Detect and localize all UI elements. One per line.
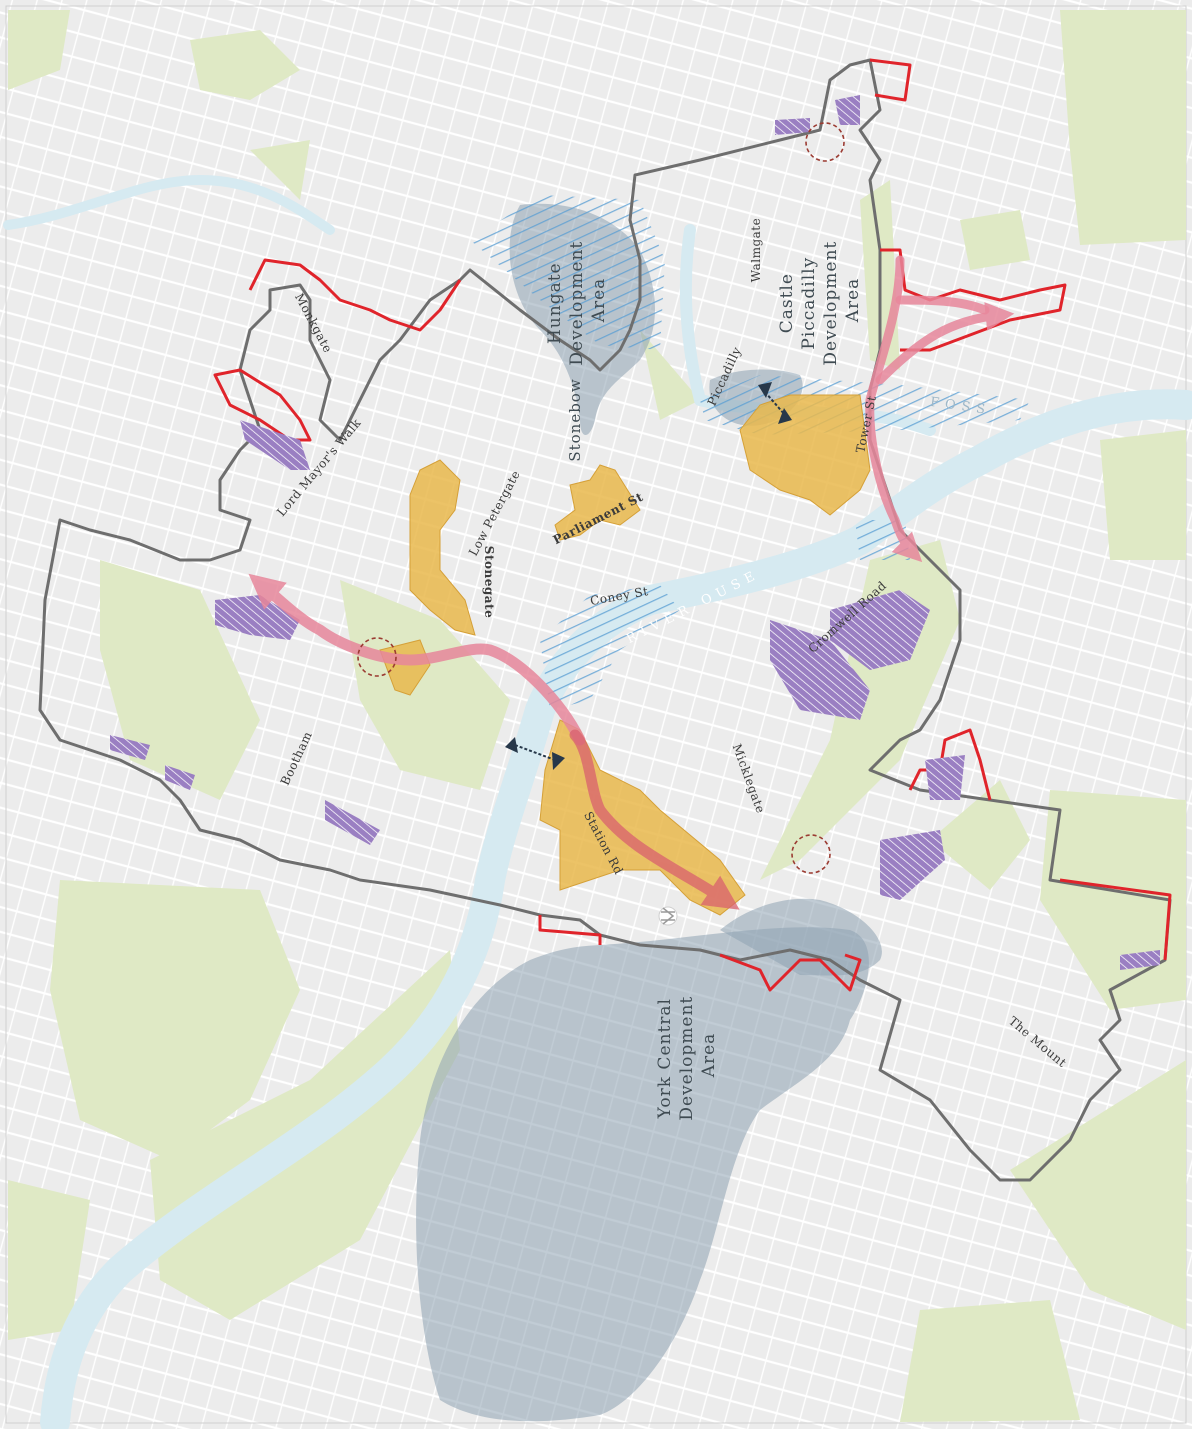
- footbridge-link-icon: [758, 382, 792, 424]
- terrace-housing-icon: [165, 765, 195, 790]
- map-frame: [5, 5, 1187, 1424]
- red-boundary: [869, 58, 912, 102]
- street-label-walmgate: Walmgate: [749, 218, 763, 282]
- terrace-housing-icon: [770, 620, 870, 720]
- key-site-castle: [739, 394, 871, 516]
- red-boundary: [248, 258, 462, 332]
- terrace-housing-icon: [325, 800, 380, 845]
- terrace-housing-icon: [775, 118, 810, 135]
- gateway-circle-icon: [791, 834, 831, 874]
- route-arrow-tower-st: [865, 255, 923, 563]
- key-site-york-minster-gardens: [409, 459, 476, 636]
- green-space: [190, 30, 300, 100]
- footbridge-links: [505, 382, 792, 770]
- green-space: [8, 1180, 90, 1340]
- york-central-area-label: York Central Development Area: [655, 989, 719, 1120]
- gateways: [357, 122, 845, 874]
- terrace-housing-icon: [925, 755, 965, 800]
- street-label-stonegate: Stonegate: [482, 546, 496, 618]
- street-label-stonebow: Stonebow: [566, 378, 584, 461]
- red-boundary: [880, 248, 1067, 352]
- red-boundary: [1059, 878, 1172, 961]
- red-boundary: [719, 953, 862, 992]
- red-boundary: [213, 368, 312, 442]
- route-arrow-east: [875, 302, 1015, 385]
- gateway-circle-icon: [805, 122, 845, 162]
- green-space: [930, 780, 1030, 890]
- green-space: [340, 580, 510, 790]
- route-arrow-station: [569, 729, 740, 910]
- terrace-housing-icon: [830, 590, 930, 670]
- gateway-circle-icon: [357, 637, 397, 677]
- green-space: [1100, 430, 1186, 560]
- terrace-housing-icon: [110, 735, 150, 760]
- green-space: [960, 210, 1030, 270]
- green-space: [50, 880, 300, 1160]
- hungate-area-label: Hungate Development Area: [545, 234, 609, 365]
- route-arrow: [248, 573, 586, 746]
- green-space: [900, 1300, 1080, 1422]
- river-ouse: [40, 389, 1192, 1429]
- hatch-zone: [470, 195, 665, 350]
- green-space: [250, 140, 310, 200]
- footbridge-link-icon: [505, 737, 565, 770]
- key-site-parliament-st: [554, 464, 641, 541]
- castle-piccadilly-area-label: Castle Piccadilly Development Area: [777, 234, 863, 365]
- terrace-housing-icon: [880, 830, 945, 900]
- terrace-housing: [110, 95, 1160, 970]
- york-central-area: [416, 927, 869, 1422]
- green-space: [1010, 1060, 1186, 1330]
- green-space: [640, 330, 700, 420]
- green-space: [1060, 10, 1186, 245]
- hatch-zone: [540, 585, 680, 710]
- movement-routes: [248, 255, 1015, 910]
- terrace-housing-icon: [215, 595, 300, 640]
- river-foss-north: [3, 175, 335, 235]
- green-space: [100, 560, 260, 800]
- york-central-area-east: [720, 898, 882, 976]
- terrace-housing-icon: [1120, 950, 1160, 970]
- red-boundary: [538, 915, 602, 945]
- terrace-housing-icon: [240, 420, 310, 470]
- terrace-housing-icon: [835, 95, 860, 125]
- railway-station-icon: [658, 906, 678, 926]
- red-boundaries: [213, 58, 1172, 992]
- route-arrow-northeast: [895, 295, 990, 315]
- green-space: [8, 10, 70, 90]
- red-boundary: [908, 728, 992, 801]
